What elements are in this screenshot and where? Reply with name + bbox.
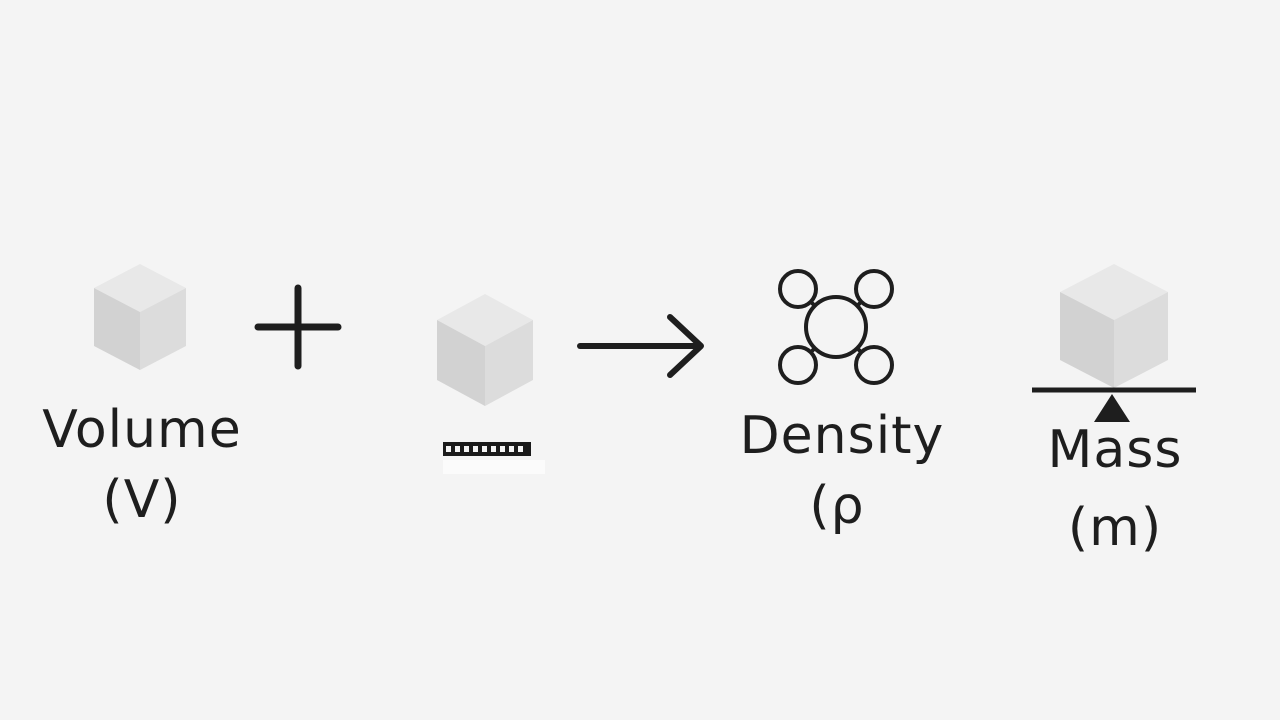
balance-scale-icon (1032, 264, 1196, 422)
middle-cube-icon (437, 294, 533, 406)
plus-icon (254, 284, 342, 370)
molecule-icon (778, 269, 894, 385)
density-symbol: (ρ (809, 476, 865, 536)
density-label: Density (739, 406, 945, 466)
mass-symbol: (m) (1067, 498, 1163, 558)
arrow-right-icon (577, 314, 704, 378)
volume-symbol: (V) (102, 470, 182, 530)
volume-label: Volume (42, 400, 242, 460)
ruler-icon (443, 442, 545, 474)
mass-label: Mass (1047, 420, 1183, 480)
volume-cube-icon (94, 264, 186, 370)
